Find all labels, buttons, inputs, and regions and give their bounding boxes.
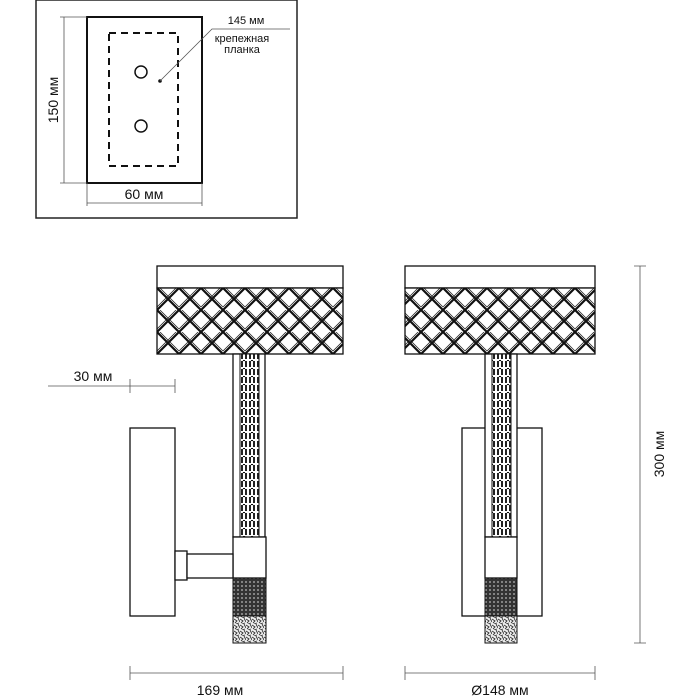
- front-stem-pattern: [491, 353, 512, 538]
- side-width-dimension-line: [129, 666, 344, 680]
- mounting-plate-detail: 145 мм крепежная планка 150 мм 60 мм: [35, 0, 298, 219]
- arm: [186, 553, 234, 579]
- wall-plate-outline: [86, 16, 203, 184]
- total-height-label: 300 мм: [651, 431, 667, 478]
- side-view: 30 мм 169 мм: [48, 265, 344, 698]
- side-width-label: 169 мм: [197, 682, 244, 698]
- plate-caption-line2: планка: [224, 44, 261, 56]
- diameter-label: Ø148 мм: [471, 682, 528, 698]
- front-crystal-sparkle: [484, 615, 518, 644]
- arm-connector: [174, 550, 188, 581]
- projection-dimension-line: [48, 379, 176, 393]
- crystal-sparkle: [232, 615, 267, 644]
- screw-hole-icon: [134, 119, 148, 133]
- mounting-bar-dashed: [108, 32, 179, 167]
- projection-label: 30 мм: [74, 368, 113, 384]
- plate-length-label: 145 мм: [228, 15, 265, 27]
- front-shade-cap: [404, 265, 596, 289]
- plate-caption-line1: крепежная: [215, 33, 270, 45]
- crystal-dense: [232, 577, 267, 617]
- front-shade-mesh: [404, 287, 596, 355]
- front-view: Ø148 мм 300 мм: [404, 265, 667, 698]
- front-sleeve: [484, 536, 518, 579]
- front-crystal-dense: [484, 577, 518, 617]
- height-dimension-line: [634, 265, 646, 644]
- leader-line: [159, 28, 290, 82]
- height-dimension-line: [60, 16, 87, 184]
- plate-height-label: 150 мм: [45, 77, 61, 124]
- shade-mesh: [156, 287, 344, 355]
- stem-pattern: [239, 353, 260, 538]
- width-dimension-line: [86, 183, 203, 206]
- plate-width-label: 60 мм: [125, 186, 164, 202]
- screw-hole-icon: [134, 65, 148, 79]
- diameter-dimension-line: [404, 666, 596, 680]
- shade-cap: [156, 265, 344, 289]
- stem-sleeve: [232, 536, 267, 579]
- wall-base: [129, 427, 176, 617]
- detail-frame: [35, 0, 298, 219]
